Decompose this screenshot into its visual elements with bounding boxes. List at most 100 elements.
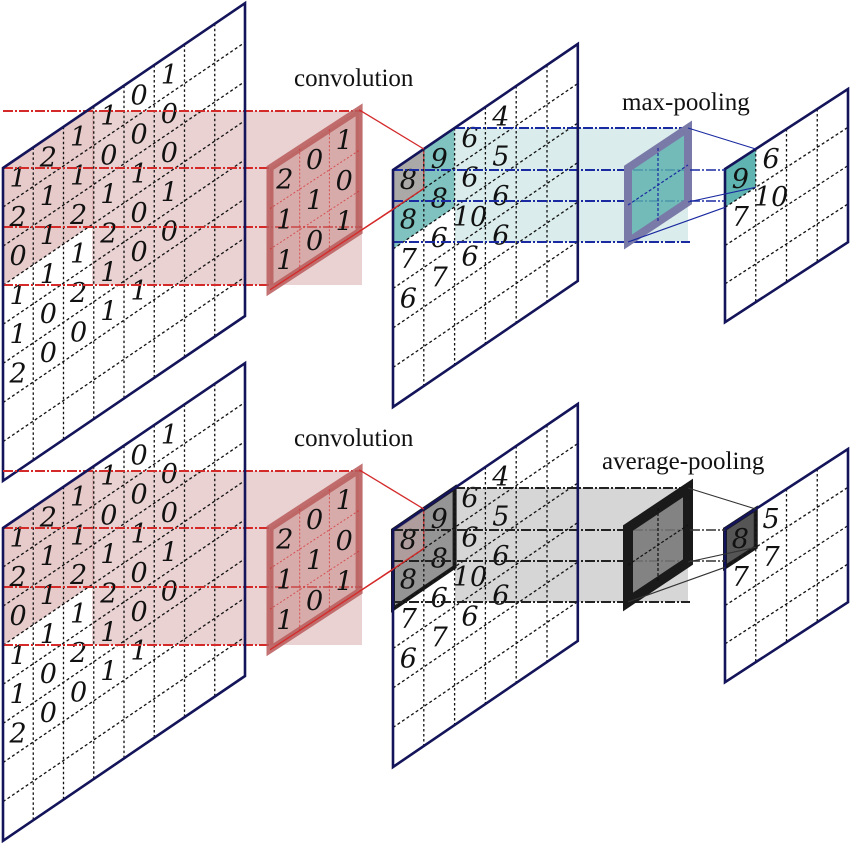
- input-cell-value: 0: [100, 140, 117, 171]
- pool-to-output-lines: [627, 487, 756, 603]
- grid-row-line: [2, 519, 246, 685]
- feature-map-cell-value: 8: [431, 183, 448, 214]
- input-cell-value: 0: [70, 677, 87, 708]
- kernel-to-output-lines: [269, 109, 425, 291]
- input-cell-value: 2: [9, 718, 27, 749]
- projection-line: [358, 469, 425, 510]
- input-cell-value: 2: [69, 200, 87, 231]
- kernel-cell-value: 2: [275, 524, 293, 555]
- pooling-kernel-grid-line: [627, 524, 689, 566]
- grid-row-line: [392, 442, 579, 571]
- projection-line: [627, 206, 726, 243]
- pooled-output-frame: [723, 446, 850, 685]
- grid-row-line: [392, 561, 579, 689]
- input-cell-value: 1: [70, 161, 87, 192]
- feature-map-gridlines: [392, 65, 579, 386]
- grid-row-line: [2, 41, 246, 208]
- kernel-cell-value: 1: [276, 246, 293, 277]
- feature-map-cell-value: 7: [400, 604, 418, 635]
- input-cell-value: 2: [9, 202, 27, 233]
- grid-row-line: [392, 161, 579, 290]
- feature-map-cell-value: 8: [431, 543, 448, 574]
- projection-line: [687, 487, 756, 510]
- input-cell-value: 1: [131, 636, 148, 667]
- input-grid-frame: [1, 360, 247, 843]
- average-pooling-panel: 1211012110000121101112011021002001120111…: [1, 360, 850, 843]
- grid-row-line: [392, 122, 579, 250]
- pooled-cell-value: 8: [732, 524, 749, 555]
- input-cell-value: 2: [69, 638, 87, 669]
- grid-row-line: [2, 159, 246, 325]
- grid-row-line: [2, 479, 246, 646]
- projection-line: [687, 127, 756, 150]
- feature-map-cell-value: 7: [431, 622, 449, 653]
- input-cell-value: 1: [100, 657, 117, 688]
- feature-map-cell-value: 10: [453, 202, 487, 233]
- feature-map-cell-value: 6: [431, 583, 448, 614]
- grid-row-line: [724, 165, 849, 247]
- feature-map-cell-value: 6: [492, 220, 509, 251]
- input-cell-value: 0: [161, 576, 178, 607]
- feature-map-cell-value: 6: [431, 223, 448, 254]
- input-cell-value: 0: [131, 558, 148, 589]
- projection-line: [358, 109, 425, 150]
- grid-row-line: [2, 597, 246, 764]
- input-cell-value: 1: [161, 60, 178, 91]
- input-cell-value: 0: [131, 81, 148, 112]
- feature-map-cell-value: 5: [492, 501, 509, 532]
- grid-row-line: [724, 563, 849, 645]
- feature-map-cell-value: 4: [491, 102, 509, 133]
- input-cell-value: 2: [9, 562, 27, 593]
- feature-map-cell-value: 5: [492, 141, 509, 172]
- input-cell-value: 1: [70, 239, 87, 270]
- input-cell-value: 1: [10, 319, 27, 350]
- grid-row-line: [392, 82, 579, 211]
- pooled-cell-value: 10: [754, 182, 788, 213]
- feature-map-frame: [391, 401, 580, 770]
- input-cell-value: 1: [10, 523, 27, 554]
- kernel-cell-value: 2: [275, 164, 293, 195]
- feature-map-cell-value: 6: [461, 483, 478, 514]
- kernel-grid-line: [269, 190, 360, 250]
- kernel-cell-value: 0: [306, 586, 323, 617]
- pooled-cell-value: 6: [763, 144, 780, 175]
- feature-map-cell-value: 6: [461, 123, 478, 154]
- grid-row-line: [724, 486, 849, 568]
- max-pooling-label: max-pooling: [622, 89, 750, 116]
- pooled-cell-value: 7: [732, 202, 750, 233]
- input-cell-value: 1: [70, 482, 87, 513]
- input-cell-value: 0: [100, 500, 117, 531]
- input-cell-value: 1: [70, 521, 87, 552]
- max-pooling-panel: 1211012110000121101112011021002001120111…: [1, 0, 850, 484]
- input-cell-value: 0: [10, 241, 27, 272]
- input-cell-value: 0: [10, 601, 27, 632]
- kernel-cell-value: 0: [336, 166, 353, 197]
- input-cell-value: 0: [161, 138, 178, 169]
- kernel-grid-line: [269, 149, 360, 210]
- input-cell-value: 1: [100, 539, 117, 570]
- receptive-field-window: [3, 466, 94, 646]
- input-cell-value: 0: [70, 317, 87, 348]
- kernel-cell-value: 0: [306, 505, 323, 536]
- input-cell-value: 0: [161, 99, 178, 130]
- feature-map-cell-value: 7: [431, 262, 449, 293]
- input-cell-value: 1: [100, 297, 117, 328]
- feature-map-cell-value: 6: [492, 541, 509, 572]
- feature-map-cell-value: 8: [400, 564, 417, 595]
- kernel-cell-value: 1: [306, 546, 323, 577]
- feature-map-cell-value: 8: [400, 165, 417, 196]
- projection-line: [269, 568, 394, 651]
- kernel-cell-value: 1: [306, 186, 323, 217]
- input-cell-value: 0: [40, 698, 57, 729]
- input-cell-value: 0: [131, 198, 148, 229]
- kernel-cell-value: 1: [276, 606, 293, 637]
- input-cell-value: 1: [40, 620, 57, 651]
- grid-row-line: [2, 276, 246, 443]
- input-cell-value: 1: [40, 221, 57, 252]
- input-cell-value: 1: [131, 159, 148, 190]
- pooled-cell-value: 7: [732, 562, 750, 593]
- input-cell-value: 1: [40, 181, 57, 212]
